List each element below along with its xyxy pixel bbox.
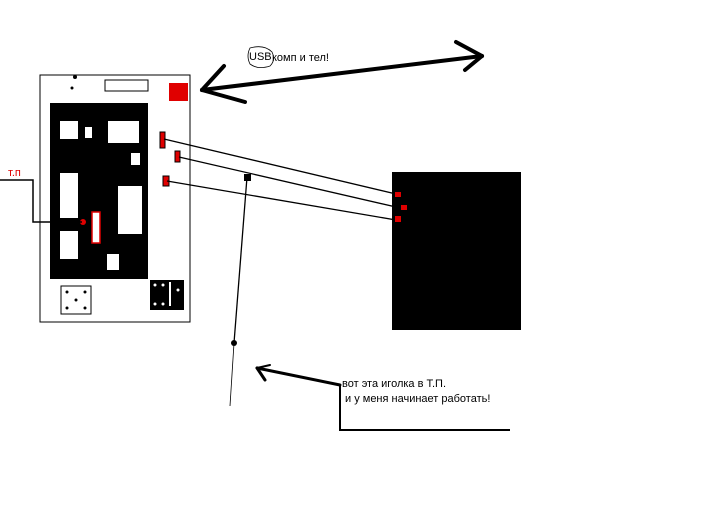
needle-tip — [229, 342, 235, 407]
needle-line — [233, 176, 248, 344]
tp-test-point — [80, 219, 86, 225]
wire-3 — [166, 180, 397, 221]
dice-component — [60, 285, 92, 315]
device-pad-2 — [401, 205, 407, 210]
note-arrow — [255, 364, 342, 387]
tp-label: т.п — [8, 167, 21, 179]
chip-window-7 — [60, 231, 78, 259]
note-bracket — [339, 385, 510, 431]
usb-double-arrow — [200, 40, 484, 104]
chip-window-2 — [85, 127, 92, 138]
note-line-2: и у меня начинает работать! — [345, 393, 491, 405]
chip-window-red-outline — [91, 211, 101, 244]
chip-window-1 — [60, 121, 78, 139]
board-pad-2 — [174, 150, 181, 163]
wire-1 — [163, 138, 397, 195]
usb-target-label: комп и тел! — [272, 52, 329, 64]
board-label-window — [104, 79, 149, 92]
device-pad-3 — [395, 216, 401, 222]
chip-window-4 — [131, 153, 140, 165]
usb-label: USB — [249, 51, 272, 63]
tp-wire — [0, 179, 82, 223]
wire-2 — [178, 156, 397, 208]
device-pad-1 — [395, 192, 401, 197]
usb-scribble — [247, 46, 274, 68]
external-device — [392, 172, 521, 330]
chip-window-6 — [118, 186, 142, 234]
chip-window-8 — [107, 254, 119, 270]
chip-window-5 — [60, 173, 78, 218]
needle-point — [231, 340, 237, 346]
usb-connector — [169, 83, 188, 101]
chip-window-3 — [108, 121, 139, 143]
small-black-component — [150, 280, 184, 310]
note-line-1: вот эта иголка в Т.П. — [342, 378, 447, 390]
board-hole-top — [73, 75, 77, 79]
board-pad-1 — [159, 131, 166, 149]
needle-junction — [244, 174, 251, 181]
circuit-board — [39, 74, 191, 323]
board-hole-small — [70, 86, 74, 90]
